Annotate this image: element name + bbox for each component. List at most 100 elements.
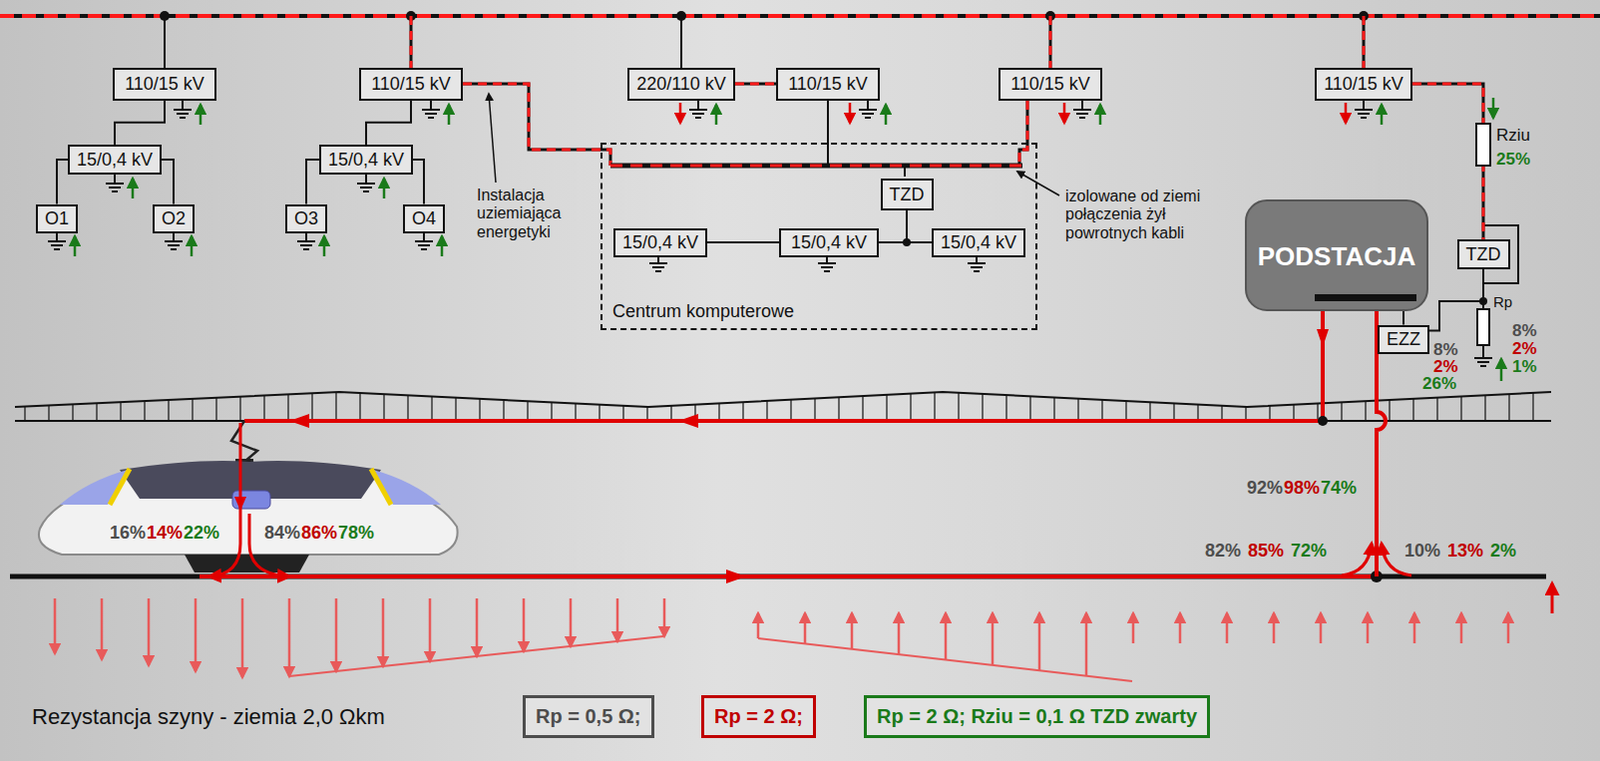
current-arrow — [1380, 104, 1384, 125]
node-label: O3 — [294, 208, 319, 230]
connector — [412, 159, 424, 205]
current-arrow — [190, 236, 194, 257]
annotation: izolowane od ziemi połączenia żył powrot… — [1065, 187, 1237, 243]
current-arrow — [234, 496, 247, 511]
percentage: 14% — [146, 522, 183, 544]
current-arrow — [100, 598, 104, 660]
connector — [161, 159, 174, 205]
node-label: 15/0,4 kV — [940, 232, 1017, 254]
node-label: 110/15 kV — [124, 73, 205, 95]
current-arrow — [757, 613, 761, 639]
current-arrow — [897, 613, 901, 655]
current-arrow — [1099, 104, 1103, 125]
device-box: TZD — [880, 178, 934, 211]
substation-box: PODSTACJA — [1244, 199, 1429, 312]
device-box: O3 — [285, 204, 328, 234]
train — [38, 420, 458, 573]
current-arrow — [679, 102, 683, 123]
node-label: 15/0,4 kV — [791, 232, 867, 254]
node-label: O1 — [44, 208, 69, 230]
percentage: 10% — [1404, 540, 1441, 562]
legend-swatch: Rp = 2 Ω; — [701, 695, 816, 739]
connector — [1429, 269, 1484, 332]
current-arrow — [1085, 613, 1089, 677]
node-label: Centrum komputerowe — [612, 301, 795, 323]
current-arrow — [289, 413, 699, 428]
device-box: EZZ — [1377, 325, 1430, 355]
legend-text: Rp = 2 Ω; — [714, 705, 803, 728]
current-arrow — [147, 598, 151, 666]
current-arrow — [1319, 613, 1323, 644]
computer-busbar — [610, 100, 1023, 177]
device-box: 15/0,4 kV — [779, 228, 879, 258]
legend-text: Rp = 2 Ω; Rziu = 0,1 Ω TZD zwarty — [876, 705, 1198, 728]
device-box: 15/0,4 kV — [613, 228, 708, 258]
connector — [735, 82, 777, 86]
connector — [114, 100, 165, 146]
earth-current — [54, 598, 1509, 682]
group-box: Centrum komputerowe TZD 15/0,4 kV 15/0,4 kV… — [600, 142, 1038, 331]
current-arrow — [850, 613, 854, 650]
device-box: TZD — [1457, 239, 1511, 270]
current-arrow — [1366, 613, 1370, 644]
connector — [707, 241, 780, 244]
device-box: 220/110 kV — [627, 67, 736, 101]
return-wire-overlay — [735, 82, 777, 86]
legend-swatch: Rp = 0,5 Ω; — [522, 695, 655, 739]
node-label: O2 — [161, 208, 186, 230]
percentage: 8% — [1433, 340, 1459, 361]
rail-current — [199, 574, 1377, 579]
connector — [366, 100, 411, 146]
rp-wire — [1482, 301, 1485, 350]
percentage: 85% — [1247, 540, 1284, 562]
device-box: O4 — [402, 204, 445, 234]
current-arrow — [383, 178, 387, 199]
current-arrow — [475, 598, 479, 657]
percentage: 72% — [1290, 540, 1327, 562]
percentage: 2% — [1433, 357, 1459, 378]
current-arrow — [241, 598, 245, 678]
current-arrow — [447, 104, 451, 125]
current-arrow — [848, 102, 852, 123]
node-label: TZD — [889, 184, 925, 206]
legend-swatch: Rp = 2 Ω; Rziu = 0,1 Ω TZD zwarty — [863, 695, 1210, 739]
percentage: 1% — [1512, 357, 1538, 378]
current-arrow — [1316, 329, 1329, 348]
junction-dot — [1317, 415, 1328, 426]
current-arrow — [288, 598, 292, 677]
device-box: 110/15 kV — [112, 67, 217, 101]
percentage: 13% — [1447, 540, 1484, 562]
device-box: 110/15 kV — [359, 67, 463, 101]
current-arrow — [616, 598, 620, 642]
current-arrow — [73, 236, 77, 257]
node-label: 110/15 kV — [1010, 73, 1091, 95]
percentage: 82% — [1204, 540, 1241, 562]
annotation: Rziu — [1496, 125, 1531, 146]
current-arrow — [715, 104, 719, 125]
rail — [9, 574, 1547, 580]
current-arrow — [522, 598, 526, 652]
current-arrow — [1038, 613, 1042, 671]
legend-text: Rp = 0,5 Ω; — [535, 705, 642, 728]
device-box: 15/0,4 kV — [931, 228, 1026, 258]
current-arrow — [440, 236, 444, 257]
annotation: Rp — [1493, 293, 1513, 311]
node-label: 110/15 kV — [371, 73, 451, 95]
percentage: 98% — [1283, 477, 1320, 499]
node-label: 110/15 kV — [788, 73, 868, 95]
connector — [306, 159, 320, 205]
resistor-symbol — [1477, 309, 1490, 346]
current-arrow — [803, 613, 807, 644]
current-arrow — [663, 598, 667, 637]
percentage: 26% — [1422, 374, 1457, 395]
percentage: 2% — [1512, 339, 1538, 360]
current-arrow — [1460, 613, 1464, 644]
current-arrow — [1492, 97, 1496, 118]
current-arrow — [1063, 102, 1067, 123]
node-label: 220/110 kV — [636, 73, 727, 95]
current-arrow — [1341, 543, 1372, 576]
percentage: 74% — [1320, 477, 1357, 499]
current-arrow — [1179, 613, 1183, 644]
current-arrow — [726, 569, 747, 584]
